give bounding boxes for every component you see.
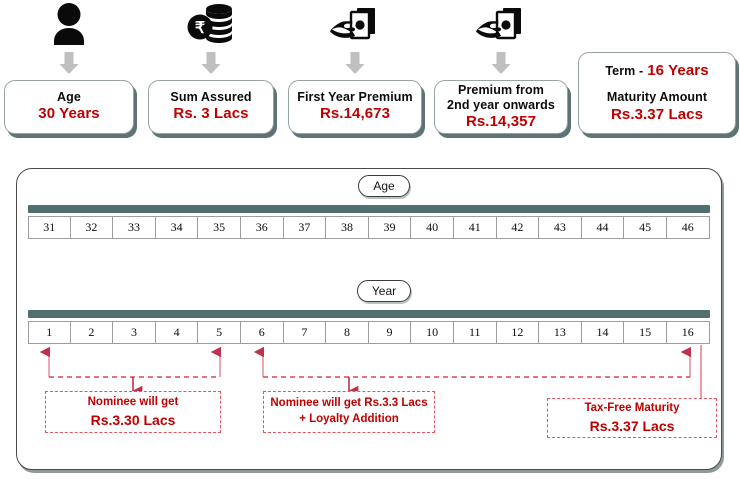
year-cell[interactable]: 16 [666, 321, 710, 344]
age-cell[interactable]: 38 [326, 216, 369, 239]
card-maturity-label: Maturity Amount [606, 90, 708, 105]
year-pill-label: Year [357, 280, 411, 302]
age-cell[interactable]: 41 [453, 216, 497, 239]
year-cell[interactable]: 5 [198, 321, 241, 344]
card-age-value: 30 Years [38, 105, 100, 123]
down-arrow-icon [488, 50, 514, 76]
callout-3-line1: Tax-Free Maturity [584, 402, 680, 415]
age-cell[interactable]: 45 [624, 216, 667, 239]
callout-maturity-benefit: Tax-Free Maturity Rs.3.37 Lacs [547, 398, 717, 438]
down-arrow-icon [56, 50, 82, 76]
card-age-label: Age [57, 90, 81, 105]
callout-1-line2: Rs.3.30 Lacs [90, 411, 176, 428]
down-arrow-icon [342, 50, 368, 76]
card-term-line: Term - 16 Years [605, 62, 708, 80]
age-cell[interactable]: 35 [198, 216, 241, 239]
card-sum-assured-value: Rs. 3 Lacs [173, 105, 249, 123]
callout-2-line1: Nominee will get Rs.3.3 Lacs [270, 397, 428, 410]
card-sum-assured-label: Sum Assured [170, 90, 252, 105]
card-first-year-premium-value: Rs.14,673 [319, 105, 391, 123]
hand-cash-icon [288, 0, 422, 48]
card-first-year-premium: First Year Premium Rs.14,673 [288, 80, 422, 134]
down-arrow-icon [198, 50, 224, 76]
card-renewal-premium-label-line1: Premium from [458, 82, 544, 97]
card-term-label: Term - [605, 64, 644, 79]
summary-row: Age 30 Years ₹ [0, 0, 740, 152]
card-renewal-premium-label-line2: 2nd year onwards [447, 97, 555, 112]
card-term-maturity: Term - 16 Years Maturity Amount Rs.3.37 … [578, 52, 736, 134]
year-cell[interactable]: 4 [155, 321, 199, 344]
age-pill-label: Age [358, 175, 410, 197]
card-term-value: 16 Years [647, 62, 709, 80]
age-cell[interactable]: 44 [581, 216, 625, 239]
age-cell[interactable]: 40 [411, 216, 454, 239]
year-pill-text: Year [371, 284, 397, 298]
age-cell[interactable]: 32 [70, 216, 114, 239]
svg-text:₹: ₹ [195, 20, 205, 37]
year-cell[interactable]: 1 [28, 321, 71, 344]
card-age: Age 30 Years [4, 80, 134, 134]
year-cell[interactable]: 3 [113, 321, 156, 344]
age-cell[interactable]: 33 [113, 216, 156, 239]
coins-rupee-icon: ₹ [148, 0, 274, 48]
callout-3-line2: Rs.3.37 Lacs [589, 417, 675, 434]
callout-2-line2: + Loyalty Addition [299, 413, 399, 425]
card-sum-assured: Sum Assured Rs. 3 Lacs [148, 80, 274, 134]
age-cell[interactable]: 39 [368, 216, 412, 239]
year-cell[interactable]: 12 [496, 321, 540, 344]
year-cell[interactable]: 8 [326, 321, 369, 344]
card-first-year-premium-label: First Year Premium [297, 90, 413, 105]
year-cell[interactable]: 14 [581, 321, 625, 344]
year-cell[interactable]: 13 [539, 321, 582, 344]
year-axis-bar [28, 310, 710, 318]
card-renewal-premium-value: Rs.14,357 [465, 113, 537, 131]
age-cell[interactable]: 31 [28, 216, 71, 239]
person-icon [4, 0, 134, 48]
age-cell[interactable]: 37 [283, 216, 327, 239]
callout-1-line1: Nominee will get [87, 396, 179, 409]
age-cell[interactable]: 46 [666, 216, 710, 239]
age-cell[interactable]: 43 [539, 216, 582, 239]
card-maturity-value: Rs.3.37 Lacs [610, 105, 704, 123]
age-pill-text: Age [373, 179, 395, 193]
age-axis-bar [28, 205, 710, 213]
age-cell[interactable]: 34 [155, 216, 199, 239]
age-cell[interactable]: 42 [496, 216, 540, 239]
callout-death-benefit-loyalty: Nominee will get Rs.3.3 Lacs + Loyalty A… [263, 391, 435, 433]
year-cell[interactable]: 10 [411, 321, 454, 344]
card-renewal-premium: Premium from 2nd year onwards Rs.14,357 [434, 80, 568, 134]
age-cell[interactable]: 36 [240, 216, 284, 239]
year-cell[interactable]: 9 [368, 321, 412, 344]
year-cell[interactable]: 2 [70, 321, 114, 344]
year-cell[interactable]: 15 [624, 321, 667, 344]
year-cell[interactable]: 7 [283, 321, 327, 344]
year-scale: 1 2 3 4 5 6 7 8 9 10 11 12 13 14 15 16 [28, 321, 710, 344]
year-cell[interactable]: 6 [240, 321, 284, 344]
age-scale: 31 32 33 34 35 36 37 38 39 40 41 42 43 4… [28, 216, 710, 239]
hand-cash-icon [434, 0, 568, 48]
callout-death-benefit-early: Nominee will get Rs.3.30 Lacs [45, 391, 221, 433]
year-cell[interactable]: 11 [453, 321, 497, 344]
